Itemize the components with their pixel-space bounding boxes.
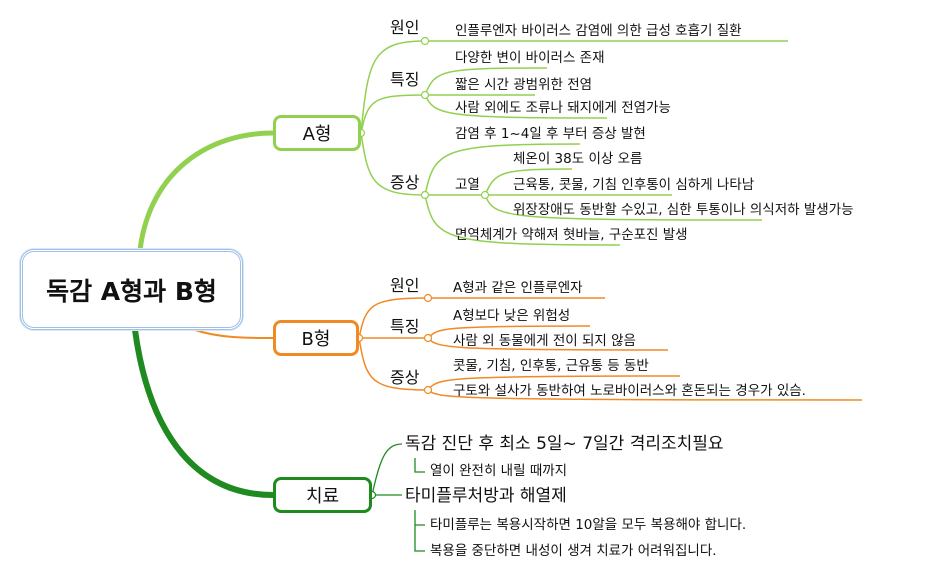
a-symptom-onset[interactable]: 감염 후 1~4일 후 부터 증상 발현 (455, 126, 646, 142)
b-feature-item[interactable]: A형보다 낮은 위험성 (453, 308, 571, 324)
a-symptom-immune[interactable]: 면역체계가 약해져 혓바늘, 구순포진 발생 (455, 227, 688, 243)
b-cause-label[interactable]: 원인 (390, 276, 420, 295)
b-symptom-item[interactable]: 콧물, 기침, 인후통, 근유통 등 동반 (453, 358, 649, 374)
treatment-item[interactable]: 독감 진단 후 최소 5일~ 7일간 격리조치필요 (405, 434, 724, 454)
a-cause-item[interactable]: 인플루엔자 바이러스 감염에 의한 급성 호흡기 질환 (455, 23, 742, 39)
a-feature-item[interactable]: 사람 외에도 조류나 돼지에게 전염가능 (455, 100, 671, 116)
a-symptoms-label[interactable]: 증상 (390, 173, 420, 192)
treatment-subitem[interactable]: 복용을 중단하면 내성이 생겨 치료가 어려워집니다. (430, 543, 717, 559)
b-symptoms-label[interactable]: 증상 (390, 368, 420, 387)
topic-type-b-label: B형 (301, 329, 331, 350)
a-fever-item[interactable]: 위장장애도 동반할 수있고, 심한 투통이나 의식저하 발생가능 (513, 202, 854, 218)
b-cause-item[interactable]: A형과 같은 인플루엔자 (453, 280, 583, 296)
b-feature-item[interactable]: 사람 외 동물에게 전이 되지 않음 (453, 333, 636, 349)
central-topic-title: 독감 A형과 B형 (46, 276, 217, 306)
topic-type-b[interactable]: B형 (273, 320, 359, 356)
topic-treatment[interactable]: 치료 (273, 477, 372, 513)
a-fever-item[interactable]: 근육통, 콧물, 기침 인후통이 심하게 나타남 (513, 177, 755, 193)
a-features-label[interactable]: 특징 (390, 70, 420, 89)
a-fever-item[interactable]: 체온이 38도 이상 오름 (513, 151, 643, 167)
treatment-subitem[interactable]: 타미플루는 복용시작하면 10알을 모두 복용해야 합니다. (430, 517, 747, 533)
b-features-label[interactable]: 특징 (390, 317, 420, 336)
treatment-item[interactable]: 타미플루처방과 해열제 (405, 486, 567, 506)
topic-type-a-label: A형 (302, 124, 332, 145)
a-cause-label[interactable]: 원인 (390, 18, 420, 37)
topic-type-a[interactable]: A형 (273, 115, 361, 151)
a-fever-label[interactable]: 고열 (455, 177, 480, 193)
treatment-subitem[interactable]: 열이 완전히 내릴 때까지 (430, 463, 568, 479)
a-feature-item[interactable]: 다양한 변이 바이러스 존재 (455, 50, 605, 66)
topic-treatment-label: 치료 (305, 486, 340, 507)
b-symptom-item[interactable]: 구토와 설사가 동반하여 노로바이러스와 혼돈되는 경우가 있슴. (453, 383, 806, 399)
central-topic[interactable]: 독감 A형과 B형 (20, 249, 243, 330)
a-feature-item[interactable]: 짧은 시간 광범위한 전염 (455, 77, 593, 93)
